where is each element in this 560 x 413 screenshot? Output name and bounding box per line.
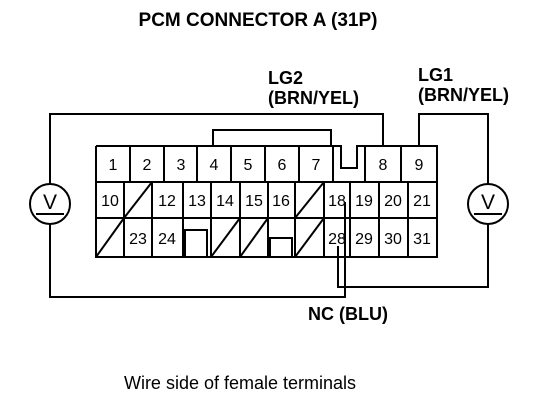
pin-15: 15 bbox=[245, 193, 263, 210]
pin-2: 2 bbox=[143, 157, 152, 174]
connector-outline bbox=[95, 129, 438, 258]
pin-7: 7 bbox=[312, 157, 321, 174]
lg2-color-label: (BRN/YEL) bbox=[268, 88, 359, 108]
lg2-label: LG2 bbox=[268, 68, 303, 88]
pin-8: 8 bbox=[379, 157, 388, 174]
diagram-caption: Wire side of female terminals bbox=[124, 373, 356, 393]
pin-13: 13 bbox=[188, 193, 206, 210]
pin-18: 18 bbox=[328, 193, 346, 210]
probe-wires bbox=[49, 113, 489, 298]
pin-3: 3 bbox=[177, 157, 186, 174]
pin-30: 30 bbox=[384, 231, 402, 248]
pin-31: 31 bbox=[413, 231, 431, 248]
pin-labels: 1 2 3 4 5 6 7 8 9 10 12 13 14 15 16 18 1… bbox=[101, 157, 431, 248]
left-voltmeter-symbol: V bbox=[43, 191, 57, 214]
pin-19: 19 bbox=[355, 193, 373, 210]
right-voltmeter-icon: V bbox=[467, 183, 509, 225]
pin-24: 24 bbox=[158, 231, 176, 248]
pin-6: 6 bbox=[278, 157, 287, 174]
pin-1: 1 bbox=[109, 157, 118, 174]
pin-20: 20 bbox=[384, 193, 402, 210]
lg1-label: LG1 bbox=[418, 65, 453, 85]
pin-29: 29 bbox=[355, 231, 373, 248]
pin-4: 4 bbox=[210, 157, 219, 174]
nc-label: NC (BLU) bbox=[308, 304, 388, 324]
left-voltmeter-icon: V bbox=[29, 183, 71, 225]
pin-5: 5 bbox=[244, 157, 253, 174]
diagram-title: PCM CONNECTOR A (31P) bbox=[139, 10, 378, 31]
pin-23: 23 bbox=[129, 231, 147, 248]
pin-12: 12 bbox=[158, 193, 176, 210]
pin-9: 9 bbox=[415, 157, 424, 174]
pin-10: 10 bbox=[101, 193, 119, 210]
pin-21: 21 bbox=[413, 193, 431, 210]
right-voltmeter-symbol: V bbox=[481, 191, 495, 214]
pin-14: 14 bbox=[216, 193, 234, 210]
pin-16: 16 bbox=[272, 193, 290, 210]
lg1-color-label: (BRN/YEL) bbox=[418, 85, 509, 105]
pin-28: 28 bbox=[328, 231, 346, 248]
